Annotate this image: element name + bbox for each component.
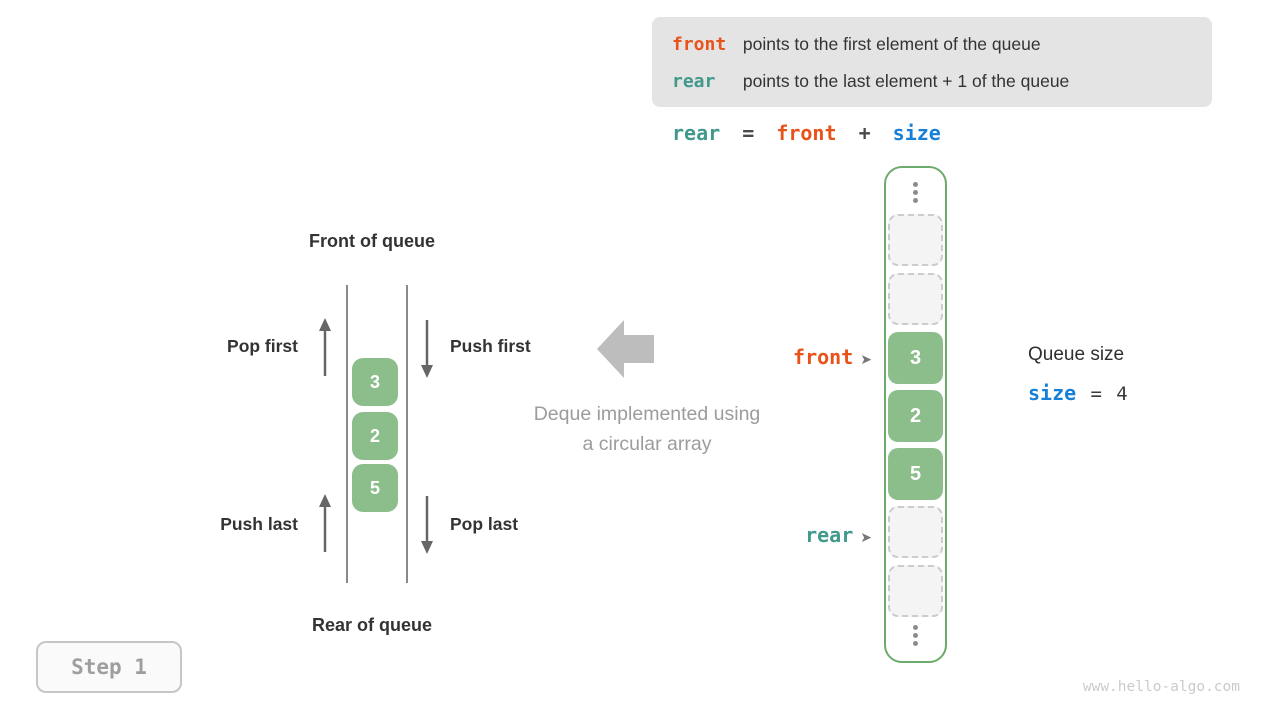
queue-size-title: Queue size — [1028, 344, 1125, 365]
definition-line-rear: rear points to the last element + 1 of t… — [672, 63, 1212, 100]
size-value: 4 — [1116, 383, 1128, 405]
formula-rear: rear — [672, 121, 721, 145]
caption-line-2: a circular array — [582, 433, 712, 455]
formula-front: front — [776, 121, 837, 145]
rear-pointer-label: rear — [805, 523, 854, 547]
array-cell-empty-1 — [888, 214, 943, 266]
pop-first-up-arrow-icon — [318, 318, 332, 383]
push-first-label: Push first — [450, 336, 531, 356]
ellipsis-top-icon — [886, 182, 945, 203]
formula-equals: = — [742, 121, 755, 145]
circular-array-panel: 3 2 5 — [884, 166, 947, 663]
left-block-arrow-icon — [597, 320, 654, 383]
array-cell-empty-4 — [888, 565, 943, 617]
size-keyword: size — [1028, 381, 1077, 405]
stack-cell-5: 5 — [352, 464, 398, 512]
rear-pointer-arrow-icon: ➤ — [860, 530, 872, 546]
front-of-queue-label: Front of queue — [309, 231, 435, 251]
channel-right-line — [406, 285, 408, 583]
front-pointer-label: front — [793, 345, 854, 369]
pop-first-label: Pop first — [227, 336, 298, 356]
formula: rear = front + size — [672, 121, 951, 145]
front-keyword: front — [672, 34, 727, 55]
formula-size: size — [892, 121, 941, 145]
channel-left-line — [346, 285, 348, 583]
pop-last-label: Pop last — [450, 514, 519, 534]
stack-cell-2: 2 — [352, 412, 398, 460]
queue-size-value-line: size = 4 — [1028, 381, 1128, 406]
front-definition-text: points to the first element of the queue — [742, 34, 1041, 54]
stack-cell-3: 3 — [352, 358, 398, 406]
push-last-label: Push last — [220, 514, 298, 534]
array-cell-empty-3 — [888, 506, 943, 558]
step-badge: Step 1 — [36, 641, 182, 693]
array-cell-empty-2 — [888, 273, 943, 325]
rear-pointer: rear ➤ — [690, 523, 872, 547]
rear-keyword: rear — [672, 71, 716, 92]
rear-definition-text: points to the last element + 1 of the qu… — [742, 71, 1070, 91]
front-pointer-arrow-icon: ➤ — [860, 352, 872, 368]
ellipsis-bottom-icon — [886, 625, 945, 646]
array-cell-value-2: 2 — [888, 390, 943, 442]
definition-line-front: front points to the first element of the… — [672, 26, 1212, 63]
watermark: www.hello-algo.com — [1082, 679, 1240, 695]
array-cell-value-5: 5 — [888, 448, 943, 500]
caption-line-1: Deque implemented using — [533, 403, 761, 425]
definition-box: front points to the first element of the… — [652, 17, 1212, 107]
size-equals: = — [1090, 383, 1102, 405]
formula-plus: + — [858, 121, 871, 145]
pop-last-down-arrow-icon — [420, 494, 434, 559]
front-pointer: front ➤ — [690, 345, 872, 369]
rear-of-queue-label: Rear of queue — [311, 615, 433, 635]
push-first-down-arrow-icon — [420, 318, 434, 383]
array-cell-value-3: 3 — [888, 332, 943, 384]
push-last-up-arrow-icon — [318, 494, 332, 559]
center-caption: Deque implemented using a circular array — [482, 399, 812, 459]
